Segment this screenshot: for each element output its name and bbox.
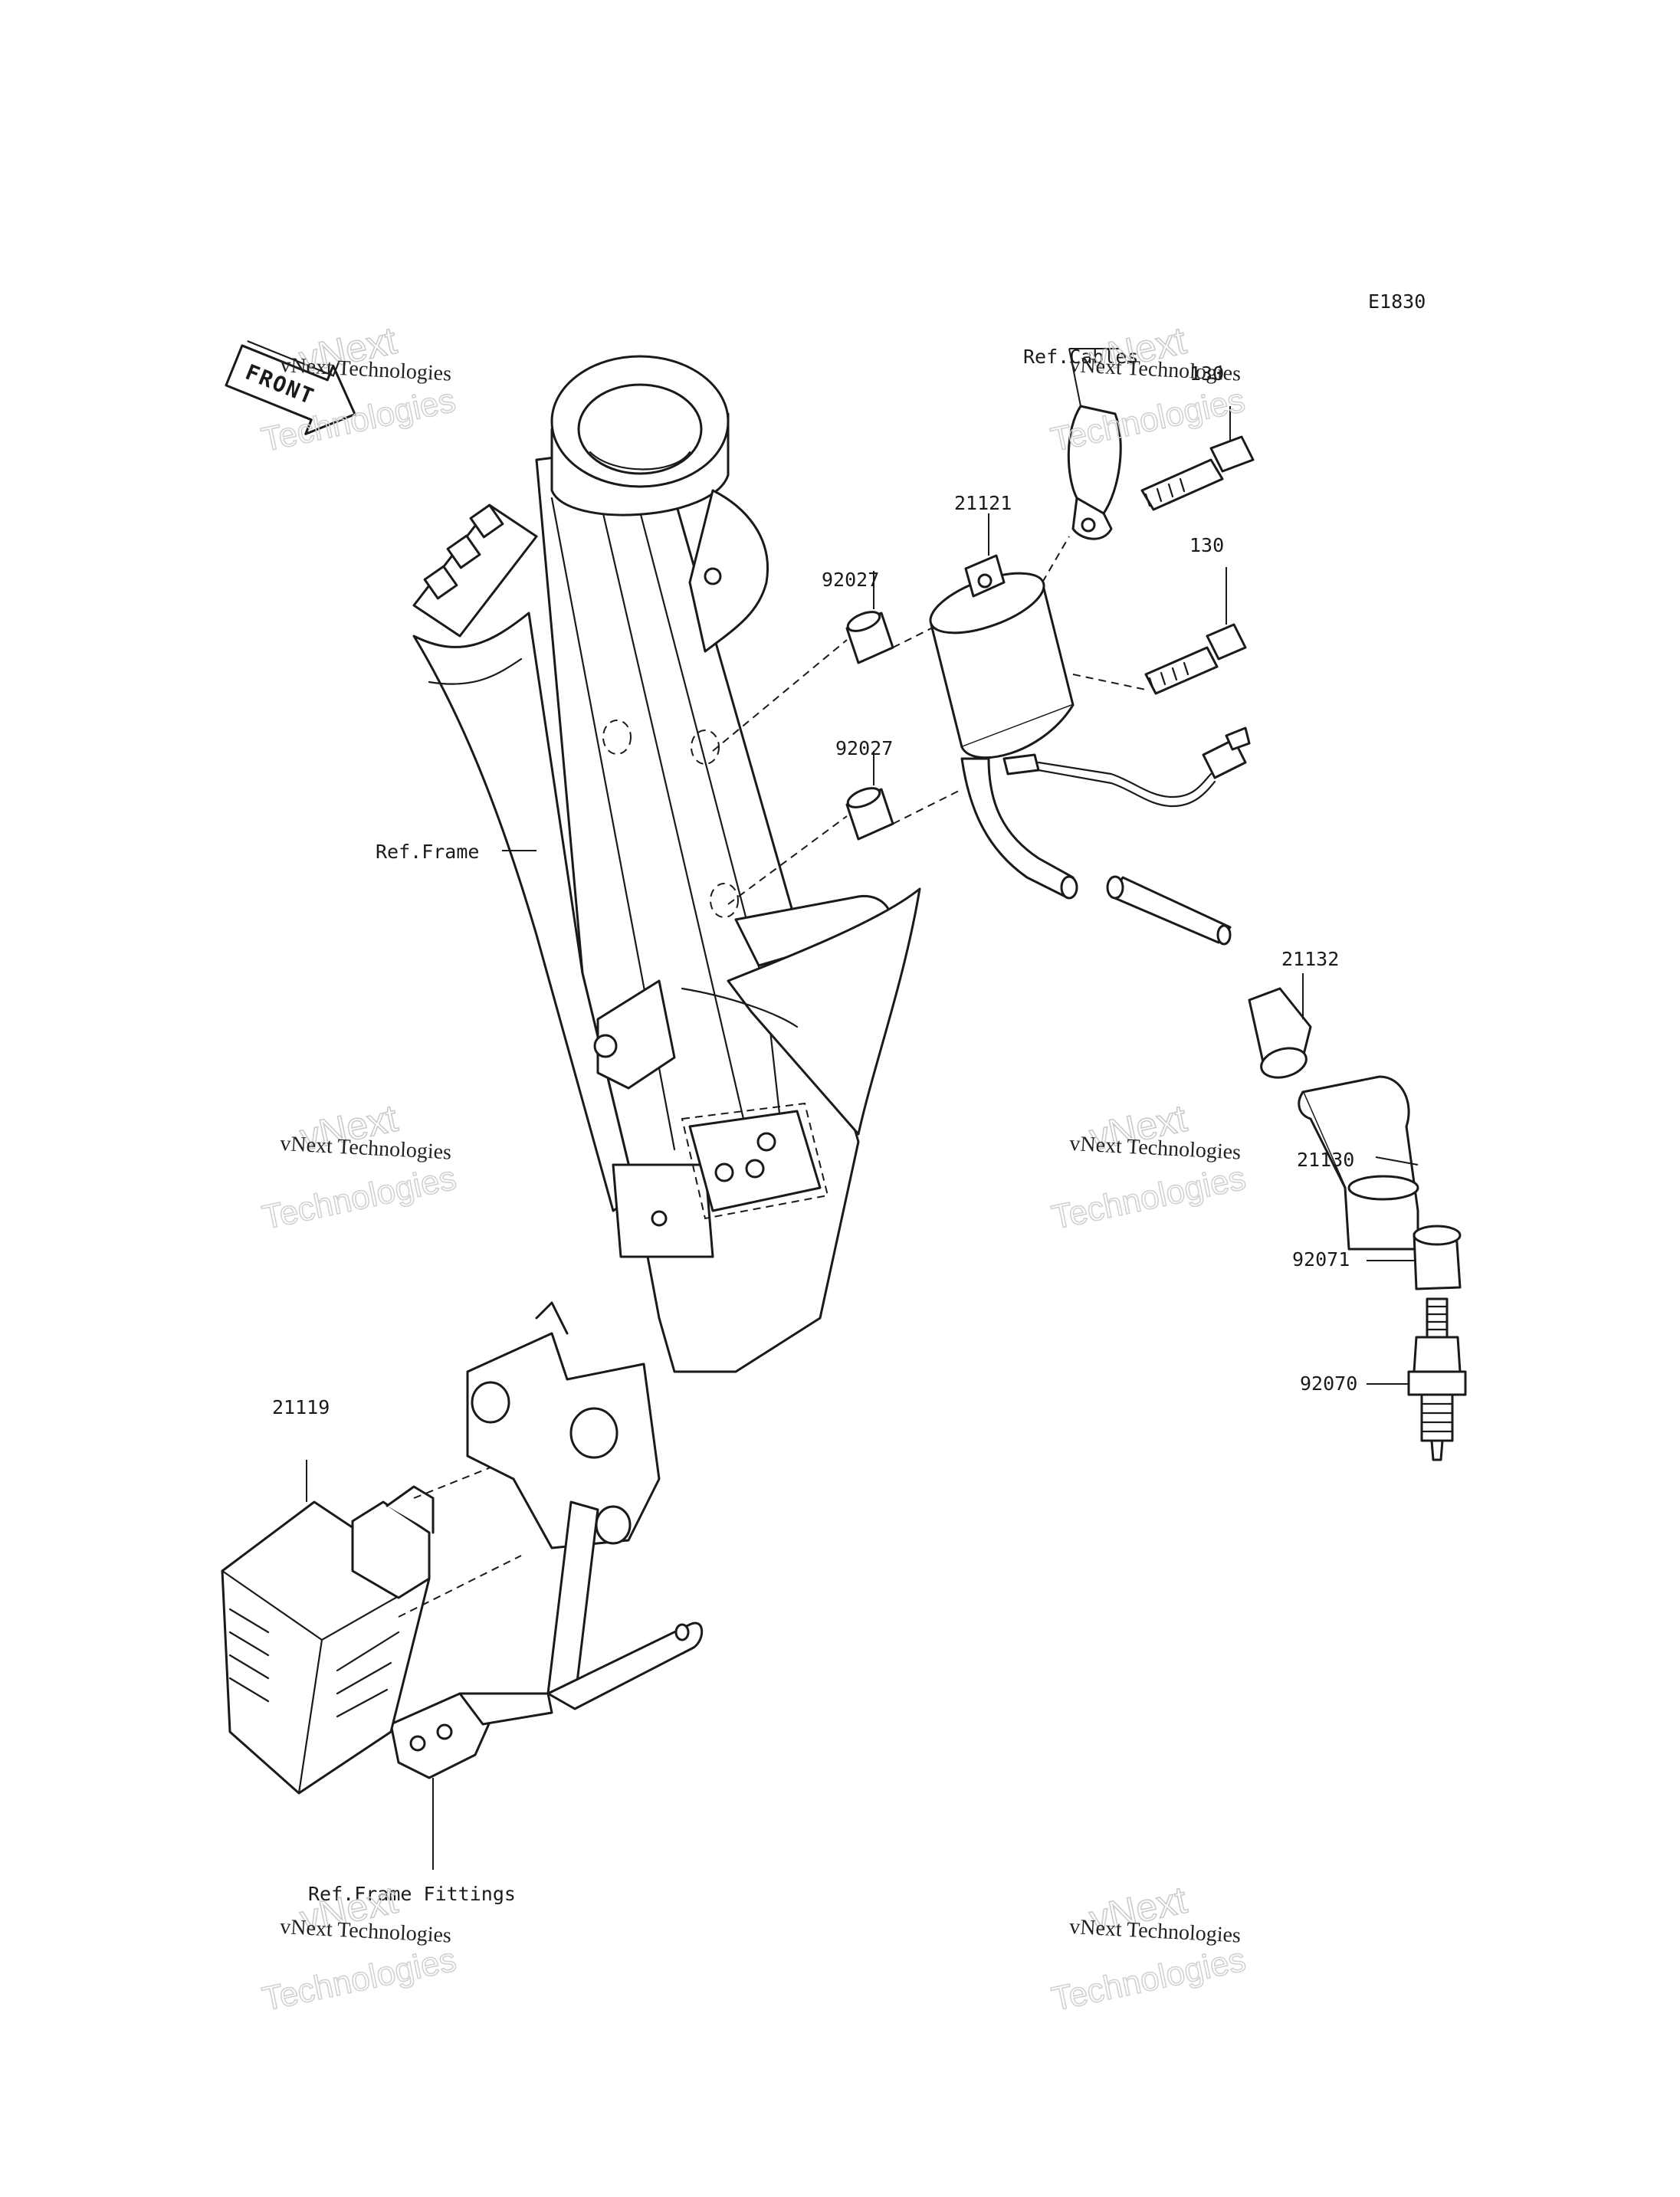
label-ref-frame: Ref.Frame xyxy=(376,841,479,863)
label-ref-cables: Ref.Cables xyxy=(1023,346,1139,368)
igniter-21119 xyxy=(221,1460,522,1795)
seal-21132 xyxy=(1248,973,1312,1079)
label-92027-upper: 92027 xyxy=(822,569,879,591)
frame-clamp xyxy=(412,503,538,638)
label-21130: 21130 xyxy=(1297,1149,1354,1171)
frame-drawing xyxy=(412,355,921,1373)
label-130-lower: 130 xyxy=(1189,534,1224,556)
label-92071: 92071 xyxy=(1292,1248,1350,1271)
diagram-code: E1830 xyxy=(1368,290,1426,313)
label-ref-frame-fittings: Ref.Frame Fittings xyxy=(308,1883,516,1905)
seal-92071 xyxy=(1367,1225,1462,1290)
watermark-text-top-right: vNext Technologies xyxy=(1069,353,1242,386)
label-130-upper: 130 xyxy=(1189,362,1224,385)
label-92027-lower: 92027 xyxy=(835,737,893,759)
label-21119: 21119 xyxy=(272,1396,330,1418)
label-21121: 21121 xyxy=(954,492,1012,514)
svg-text:Technologies: Technologies xyxy=(259,1940,459,2018)
bolt-130-lower xyxy=(1144,567,1247,695)
plug-cap-21130 xyxy=(1298,1075,1419,1251)
frame-fitting-bracket xyxy=(389,1301,704,1870)
spark-plug-92070 xyxy=(1367,1297,1467,1461)
bolt-130-upper xyxy=(1140,406,1255,511)
watermark-text-bottom-right: vNext Technologies xyxy=(1069,1915,1242,1948)
cable-clamp xyxy=(1067,348,1122,540)
collar-92027-upper xyxy=(845,571,894,664)
watermark-text-bottom-left: vNext Technologies xyxy=(280,1915,452,1948)
svg-text:Technologies: Technologies xyxy=(1048,1159,1249,1236)
label-92070: 92070 xyxy=(1300,1372,1357,1395)
ignition-coil-21121 xyxy=(712,513,1251,946)
label-21132: 21132 xyxy=(1281,948,1339,970)
collar-92027-lower xyxy=(845,751,894,841)
svg-text:Technologies: Technologies xyxy=(1048,1940,1249,2018)
watermark-text-mid-left: vNext Technologies xyxy=(280,1132,452,1165)
svg-text:Technologies: Technologies xyxy=(259,1159,459,1236)
steering-head xyxy=(550,355,730,516)
watermark-text-mid-right: vNext Technologies xyxy=(1069,1132,1242,1165)
